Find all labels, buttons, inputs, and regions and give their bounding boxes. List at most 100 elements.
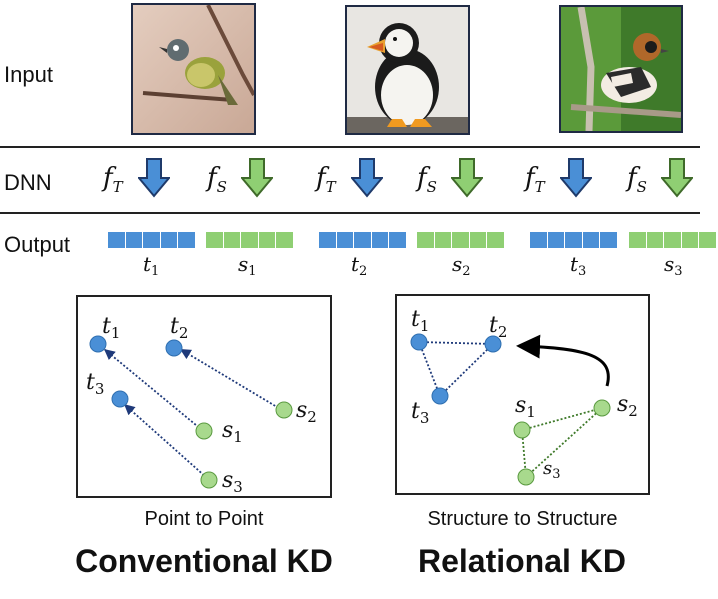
vector-cell — [681, 232, 699, 248]
output-label-s1: s1 — [238, 252, 257, 279]
conventional-kd-panel: t1 t2 t3 s1 s2 s3 — [76, 295, 332, 498]
node-t2 — [484, 335, 502, 353]
input-image-2 — [345, 5, 470, 135]
vector-cell — [206, 232, 223, 248]
vector-cell — [371, 232, 389, 248]
fn-label-student-3: fS — [627, 163, 647, 196]
label-t1: t1 — [411, 307, 429, 335]
link-s2-t2 — [179, 348, 283, 411]
input-row-label: Input — [4, 62, 53, 87]
fn-label-student-2: fS — [417, 163, 437, 196]
edge-s2-s3 — [525, 407, 603, 478]
vector-cell — [178, 232, 195, 248]
node-t3 — [111, 390, 129, 408]
vector-cell — [469, 232, 487, 248]
label-s2: s2 — [296, 398, 317, 426]
output-label-s2: s2 — [452, 252, 471, 279]
fn-label-teacher-1: fT — [103, 163, 123, 196]
relational-kd-panel: t1 t2 t3 s1 s2 s3 — [395, 294, 650, 495]
node-s3 — [200, 471, 218, 489]
label-t2: t2 — [170, 314, 188, 342]
vector-cell — [417, 232, 434, 248]
output-vector-t1 — [108, 232, 195, 248]
output-label-t2: t2 — [351, 252, 368, 279]
vector-cell — [434, 232, 452, 248]
dnn-row-label: DNN — [4, 170, 52, 195]
output-vector-s3 — [629, 232, 716, 248]
label-t2: t2 — [489, 313, 507, 341]
vector-cell — [664, 232, 681, 248]
edge-t1-t3 — [418, 341, 441, 397]
vector-cell — [354, 232, 371, 248]
output-label-s3: s3 — [664, 252, 683, 279]
down-arrow-icon — [449, 158, 485, 203]
fn-label-student-1: fS — [207, 163, 227, 196]
fn-label-teacher-2: fT — [316, 163, 336, 196]
vector-cell — [389, 232, 406, 248]
vector-cell — [223, 232, 241, 248]
link-s3-t3 — [123, 403, 208, 479]
edge-t2-t3 — [439, 343, 494, 397]
output-vector-t3 — [530, 232, 617, 248]
vector-cell — [646, 232, 664, 248]
node-s3 — [517, 468, 535, 486]
divider-bottom — [0, 212, 700, 214]
node-s1 — [195, 422, 213, 440]
link-s1-t1 — [103, 348, 203, 431]
label-s1: s1 — [222, 418, 243, 446]
label-t3: t3 — [411, 399, 429, 427]
vector-cell — [258, 232, 276, 248]
output-vector-s1 — [206, 232, 293, 248]
vector-cell — [629, 232, 646, 248]
label-s1: s1 — [515, 393, 536, 421]
vector-cell — [319, 232, 336, 248]
label-t3: t3 — [86, 370, 104, 398]
node-t1 — [410, 333, 428, 351]
down-arrow-icon — [558, 158, 594, 203]
vector-cell — [600, 232, 617, 248]
vector-cell — [160, 232, 178, 248]
vector-cell — [241, 232, 258, 248]
down-arrow-icon — [659, 158, 695, 203]
vector-cell — [336, 232, 354, 248]
label-t1: t1 — [102, 314, 120, 342]
conventional-kd-diagram: t1 t2 t3 s1 s2 s3 — [86, 314, 317, 496]
vector-cell — [530, 232, 547, 248]
down-arrow-icon — [239, 158, 275, 203]
label-s2: s2 — [617, 392, 638, 420]
conventional-kd-caption: Point to Point — [144, 508, 264, 530]
vector-cell — [108, 232, 125, 248]
label-s3: s3 — [543, 458, 561, 482]
output-label-t3: t3 — [570, 252, 587, 279]
input-image-1 — [131, 3, 256, 135]
conventional-kd-title: Conventional KD — [75, 543, 333, 579]
edge-s1-s2 — [521, 407, 603, 431]
output-row-label: Output — [4, 232, 71, 257]
relational-kd-diagram: t1 t2 t3 s1 s2 s3 — [410, 307, 638, 486]
node-t2 — [165, 339, 183, 357]
relational-kd-caption: Structure to Structure — [427, 508, 618, 530]
divider-top — [0, 146, 700, 148]
relational-kd-title: Relational KD — [417, 543, 627, 579]
fn-label-teacher-3: fT — [525, 163, 545, 196]
node-t1 — [89, 335, 107, 353]
edge-t1-t2 — [418, 341, 494, 345]
output-vector-s2 — [417, 232, 504, 248]
node-t3 — [431, 387, 449, 405]
vector-cell — [547, 232, 565, 248]
vector-cell — [565, 232, 582, 248]
node-s2 — [275, 401, 293, 419]
structure-transfer-arrow — [516, 334, 610, 387]
input-image-3 — [559, 5, 683, 133]
vector-cell — [582, 232, 600, 248]
node-s2 — [593, 399, 611, 417]
vector-cell — [276, 232, 293, 248]
down-arrow-icon — [349, 158, 385, 203]
node-s1 — [513, 421, 531, 439]
output-label-t1: t1 — [143, 252, 160, 279]
label-s3: s3 — [222, 468, 243, 496]
vector-cell — [143, 232, 160, 248]
vector-cell — [452, 232, 469, 248]
down-arrow-icon — [136, 158, 172, 203]
vector-cell — [487, 232, 504, 248]
